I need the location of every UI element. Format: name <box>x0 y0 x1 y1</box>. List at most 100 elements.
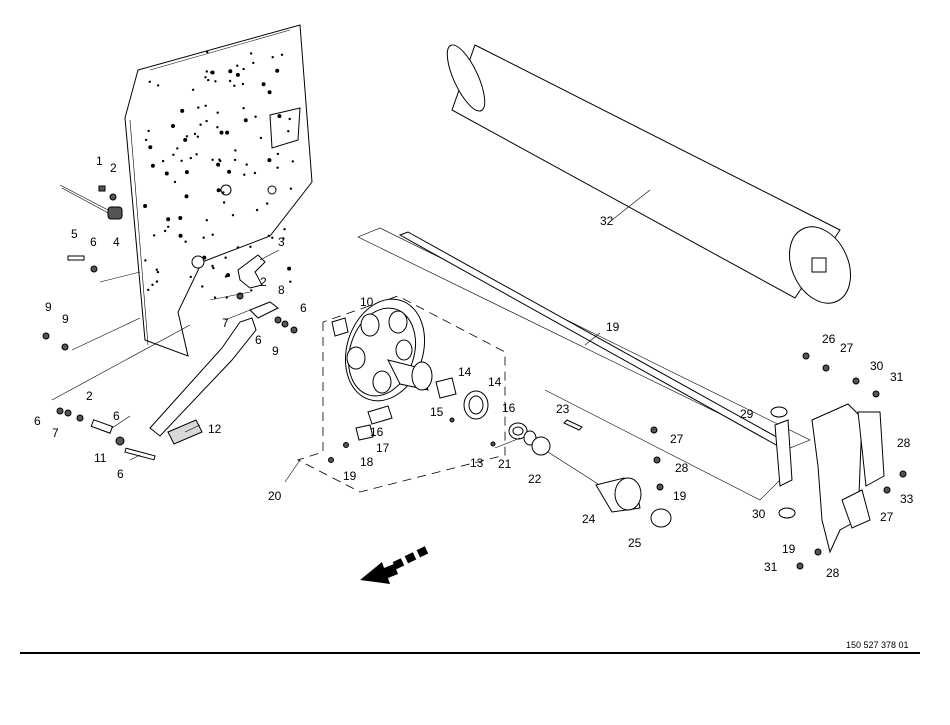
panel-hole <box>224 256 227 259</box>
panel-hole <box>213 296 217 299</box>
callout-20: 20 <box>268 489 282 503</box>
panel-hole <box>178 216 183 220</box>
callout-23: 23 <box>556 402 570 416</box>
callout-33: 33 <box>900 492 914 506</box>
callout-7: 7 <box>222 316 229 330</box>
panel-hole <box>234 149 237 152</box>
panel-hole <box>227 169 232 174</box>
panel-hole <box>152 234 156 237</box>
panel-hole <box>241 82 245 86</box>
callout-28: 28 <box>675 461 689 475</box>
panel-hole <box>148 80 151 84</box>
callout-18: 18 <box>360 455 374 469</box>
panel-hole <box>249 52 253 55</box>
panel-hole <box>197 106 200 109</box>
callout-19: 19 <box>606 320 620 334</box>
panel-hole <box>283 228 286 231</box>
panel-hole <box>189 275 192 279</box>
callout-28: 28 <box>826 566 840 580</box>
panel-hole <box>216 111 219 114</box>
panel-hole <box>207 78 210 82</box>
panel-hole <box>261 82 266 87</box>
panel-hole <box>205 70 208 73</box>
panel-hole <box>231 214 235 217</box>
panel-hole <box>236 246 240 249</box>
callout-26: 26 <box>822 332 836 346</box>
panel-hole <box>173 180 177 184</box>
panel-hole <box>245 163 248 166</box>
panel-hole <box>253 171 257 175</box>
panel-hole <box>228 69 233 74</box>
panel-hole <box>156 270 160 274</box>
callout-25: 25 <box>628 536 642 550</box>
panel-hole <box>287 266 292 271</box>
callout-31: 31 <box>890 370 904 384</box>
panel-hole <box>214 80 217 83</box>
panel-hole <box>225 130 230 135</box>
callout-9: 9 <box>45 300 52 314</box>
panel-hole <box>228 79 232 83</box>
panel-hole <box>156 84 160 87</box>
panel-hole <box>178 233 183 238</box>
panel-hole <box>144 259 147 262</box>
panel-hole <box>216 162 221 167</box>
callout-30: 30 <box>870 359 884 373</box>
panel-hole <box>148 145 153 150</box>
panel-hole <box>242 67 245 71</box>
panel-hole <box>185 135 189 138</box>
callout-27: 27 <box>670 432 684 446</box>
panel-hole <box>267 158 272 163</box>
panel-hole <box>255 208 259 212</box>
panel-hole <box>287 130 290 133</box>
panel-hole <box>150 163 155 168</box>
callout-8: 8 <box>278 283 285 297</box>
callout-27: 27 <box>840 341 854 355</box>
panel-hole <box>202 255 207 260</box>
panel-hole <box>172 153 175 156</box>
panel-hole <box>206 50 209 54</box>
panel-hole <box>271 236 274 239</box>
panel-hole <box>282 237 285 240</box>
callout-4: 4 <box>113 235 120 249</box>
panel-hole <box>271 56 274 59</box>
panel-hole <box>195 153 198 156</box>
panel-hole <box>276 166 279 169</box>
callout-19: 19 <box>673 489 687 503</box>
panel-hole <box>180 108 185 113</box>
callout-14: 14 <box>458 365 472 379</box>
panel-hole <box>196 135 199 138</box>
callout-24: 24 <box>582 512 596 526</box>
panel-hole <box>254 115 257 118</box>
panel-hole <box>266 202 269 205</box>
callout-2: 2 <box>110 161 117 175</box>
panel-hole <box>289 187 293 190</box>
callout-13: 13 <box>470 456 484 470</box>
callout-11: 11 <box>94 451 107 465</box>
callout-7: 7 <box>52 426 59 440</box>
callout-27: 27 <box>880 510 894 524</box>
panel-hole <box>189 156 192 160</box>
callout-6: 6 <box>34 414 41 428</box>
panel-hole <box>151 283 154 286</box>
panel-hole <box>288 117 291 121</box>
panel-hole <box>199 123 202 126</box>
panel-hole <box>267 90 272 95</box>
panel-hole <box>163 229 167 233</box>
callout-31: 31 <box>764 560 778 574</box>
callout-leaders <box>111 189 651 483</box>
panel-hole <box>233 84 236 88</box>
side-wall-panel <box>124 24 313 357</box>
callout-29: 29 <box>740 407 754 421</box>
panel-hole <box>180 159 183 162</box>
callout-6: 6 <box>255 333 262 347</box>
callout-12: 12 <box>208 422 222 436</box>
panel-hole <box>193 132 197 136</box>
callout-17: 17 <box>376 441 390 455</box>
panel-hole <box>242 107 245 110</box>
panel-hole <box>155 268 158 271</box>
panel-hole <box>226 273 230 278</box>
callout-3: 3 <box>278 235 285 249</box>
